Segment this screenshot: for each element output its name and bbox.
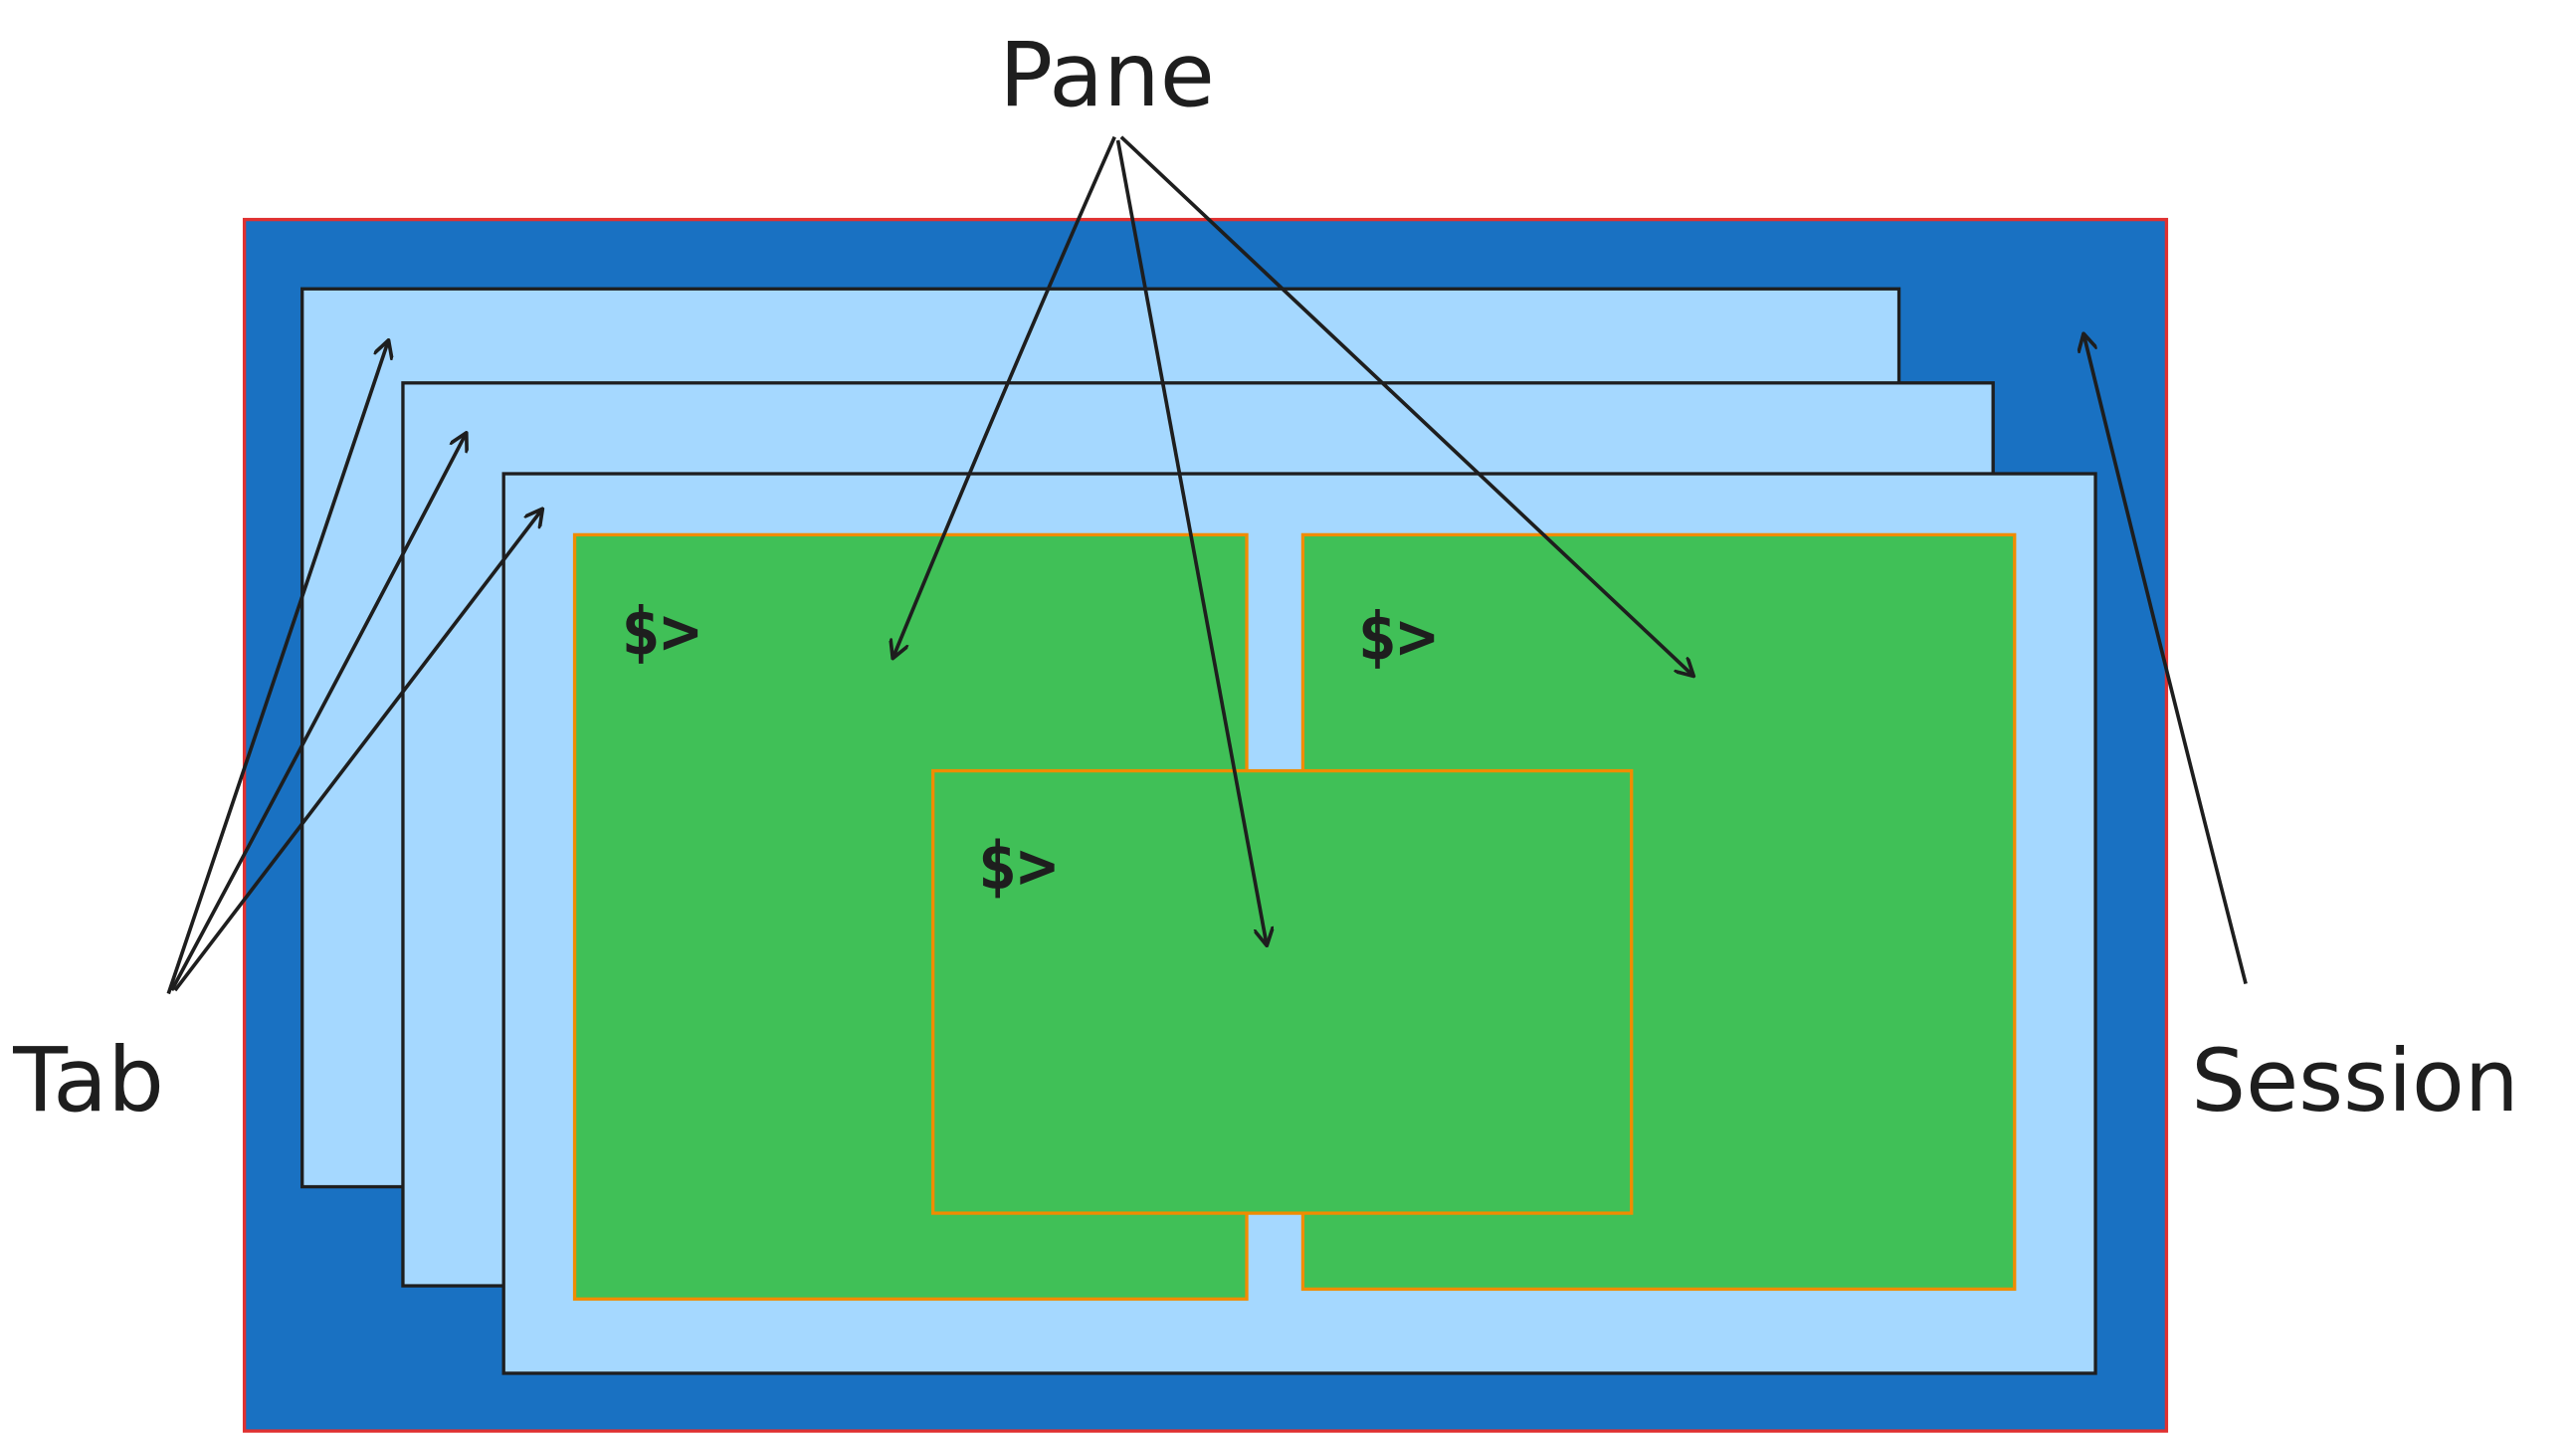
pane-floating xyxy=(931,768,1634,1215)
tab-arrow-back xyxy=(166,341,388,995)
session-arrow xyxy=(2083,335,2248,984)
label-session: Session xyxy=(2191,1032,2518,1131)
pane-arrow-floating xyxy=(1115,139,1267,944)
tab-arrow-middle xyxy=(169,434,466,992)
prompt-pane-floating: $> xyxy=(977,826,1057,904)
label-pane: Pane xyxy=(999,24,1215,127)
tab-arrow-front xyxy=(173,511,541,992)
pane-arrow-right xyxy=(1119,135,1692,676)
label-tab: Tab xyxy=(12,1029,164,1132)
prompt-pane-left: $> xyxy=(621,592,700,670)
pane-arrow-left xyxy=(893,135,1116,657)
prompt-pane-right: $> xyxy=(1357,597,1437,675)
